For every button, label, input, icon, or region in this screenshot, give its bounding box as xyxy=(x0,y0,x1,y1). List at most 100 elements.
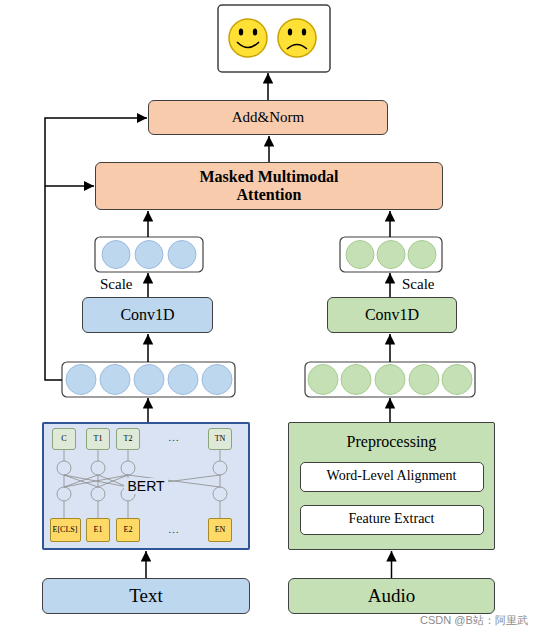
residual-connection-part xyxy=(45,118,147,380)
bert-network-part xyxy=(64,501,65,518)
text-feature-vector-part xyxy=(168,365,198,395)
scaled-audio-vector-part xyxy=(377,241,405,269)
node-text: T1 xyxy=(94,434,103,443)
audio-feature-vector-part xyxy=(409,365,439,395)
node-text: Add&Norm xyxy=(232,109,305,126)
text-feature-vector-part xyxy=(202,365,232,395)
flow-arrows-part xyxy=(147,211,149,237)
embedding-token: E2 xyxy=(116,518,140,542)
scaled-audio-vector xyxy=(340,237,442,272)
bert-network-part xyxy=(128,450,129,461)
node-text: Conv1D xyxy=(365,306,419,324)
flow-arrow xyxy=(145,551,147,578)
scaled-audio-vector-part xyxy=(340,237,442,272)
output-token: TN xyxy=(208,428,232,450)
scaled-text-vector-part xyxy=(95,237,203,272)
bert-network-part xyxy=(220,475,221,487)
output-arrow-part xyxy=(267,73,269,100)
node-text: Conv1D xyxy=(120,306,174,324)
preprocessing-box: PreprocessingWord-Level AlignmentFeature… xyxy=(288,422,495,550)
bert-network-part xyxy=(213,487,227,501)
node-text: Masked Multimodal Attention xyxy=(189,168,349,205)
node-text: Audio xyxy=(368,585,416,607)
residual-connection-part xyxy=(45,185,94,187)
node-text: T2 xyxy=(124,434,133,443)
bert-network-part xyxy=(220,501,221,518)
scaled-audio-vector-part xyxy=(408,241,436,269)
audio-feature-vector-part xyxy=(442,365,472,395)
node-text: TN xyxy=(215,434,226,443)
output-box xyxy=(218,5,330,72)
input-box: Audio xyxy=(288,578,495,614)
sad-face-part xyxy=(302,29,306,36)
node-text: EN xyxy=(215,525,226,534)
scale-label: Scale xyxy=(402,276,434,293)
text-feature-vector-part xyxy=(134,365,164,395)
ellipsis: … xyxy=(168,431,179,443)
bert-network-part xyxy=(64,475,65,487)
audio-feature-vector xyxy=(305,362,475,397)
bert-network-part xyxy=(121,461,135,475)
flow-arrows-part xyxy=(147,334,149,362)
conv1d-box: Conv1D xyxy=(327,297,457,333)
flow-arrows-part xyxy=(389,273,391,297)
node-text: E2 xyxy=(124,525,133,534)
embedding-token: E1 xyxy=(86,518,110,542)
bert-network-part xyxy=(64,475,128,487)
scaled-text-vector xyxy=(95,237,203,272)
scaled-audio-vector-part xyxy=(346,241,374,269)
audio-feature-vector-part xyxy=(308,365,338,395)
bert-network-part xyxy=(64,475,98,487)
text-feature-vector xyxy=(62,362,235,397)
node-text: C xyxy=(61,434,66,443)
audio-feature-vector-part xyxy=(341,365,371,395)
bert-network-part xyxy=(98,475,99,487)
bert-network xyxy=(57,450,227,518)
happy-face-part xyxy=(253,29,257,36)
sad-face-part xyxy=(287,45,307,50)
output-token: T2 xyxy=(116,428,140,450)
audio-feature-vector-part xyxy=(305,362,475,397)
happy-face-part xyxy=(237,42,259,48)
bert-network-part xyxy=(220,450,221,461)
node-text: BERT xyxy=(124,478,167,494)
flow-arrow xyxy=(268,136,270,162)
sad-face xyxy=(278,19,316,57)
embedding-token: EN xyxy=(208,518,232,542)
watermark: CSDN @B站：阿里武 xyxy=(420,613,528,628)
happy-face-part xyxy=(239,29,243,36)
bert-background xyxy=(42,422,250,550)
input-box: Text xyxy=(42,578,250,614)
scaled-text-vector-part xyxy=(135,241,163,269)
node-text: E[CLS] xyxy=(53,525,78,534)
happy-face-part xyxy=(229,19,267,57)
scaled-text-vector-part xyxy=(102,241,130,269)
flow-arrows-part xyxy=(389,334,391,362)
output-token: C xyxy=(52,428,76,450)
sad-face-part xyxy=(278,19,316,57)
flow-arrows-part xyxy=(147,273,149,297)
flow-arrows-part xyxy=(389,211,391,237)
bert-network-part xyxy=(98,501,99,518)
node-text: Word-Level Alignment xyxy=(327,468,457,484)
add-norm-box: Add&Norm xyxy=(148,100,388,135)
bert-network-part xyxy=(213,461,227,475)
scaled-text-vector-part xyxy=(168,241,196,269)
attention-box: Masked Multimodal Attention xyxy=(95,162,443,210)
conv1d-box: Conv1D xyxy=(82,297,213,333)
bert-network-part xyxy=(128,501,129,518)
bert-network-part xyxy=(57,487,71,501)
bert-network-part xyxy=(98,450,99,461)
step-box: Word-Level Alignment xyxy=(300,462,484,492)
text-feature-vector-part xyxy=(66,365,96,395)
happy-face xyxy=(229,19,267,57)
bert-network-part xyxy=(57,461,71,475)
node-text: Text xyxy=(129,585,163,607)
node-text: E1 xyxy=(94,525,103,534)
flow-arrows-part xyxy=(389,398,391,422)
audio-feature-vector-part xyxy=(375,365,405,395)
node-text: Preprocessing xyxy=(347,433,437,451)
bert-network-part xyxy=(64,475,128,487)
text-feature-vector-part xyxy=(100,365,130,395)
